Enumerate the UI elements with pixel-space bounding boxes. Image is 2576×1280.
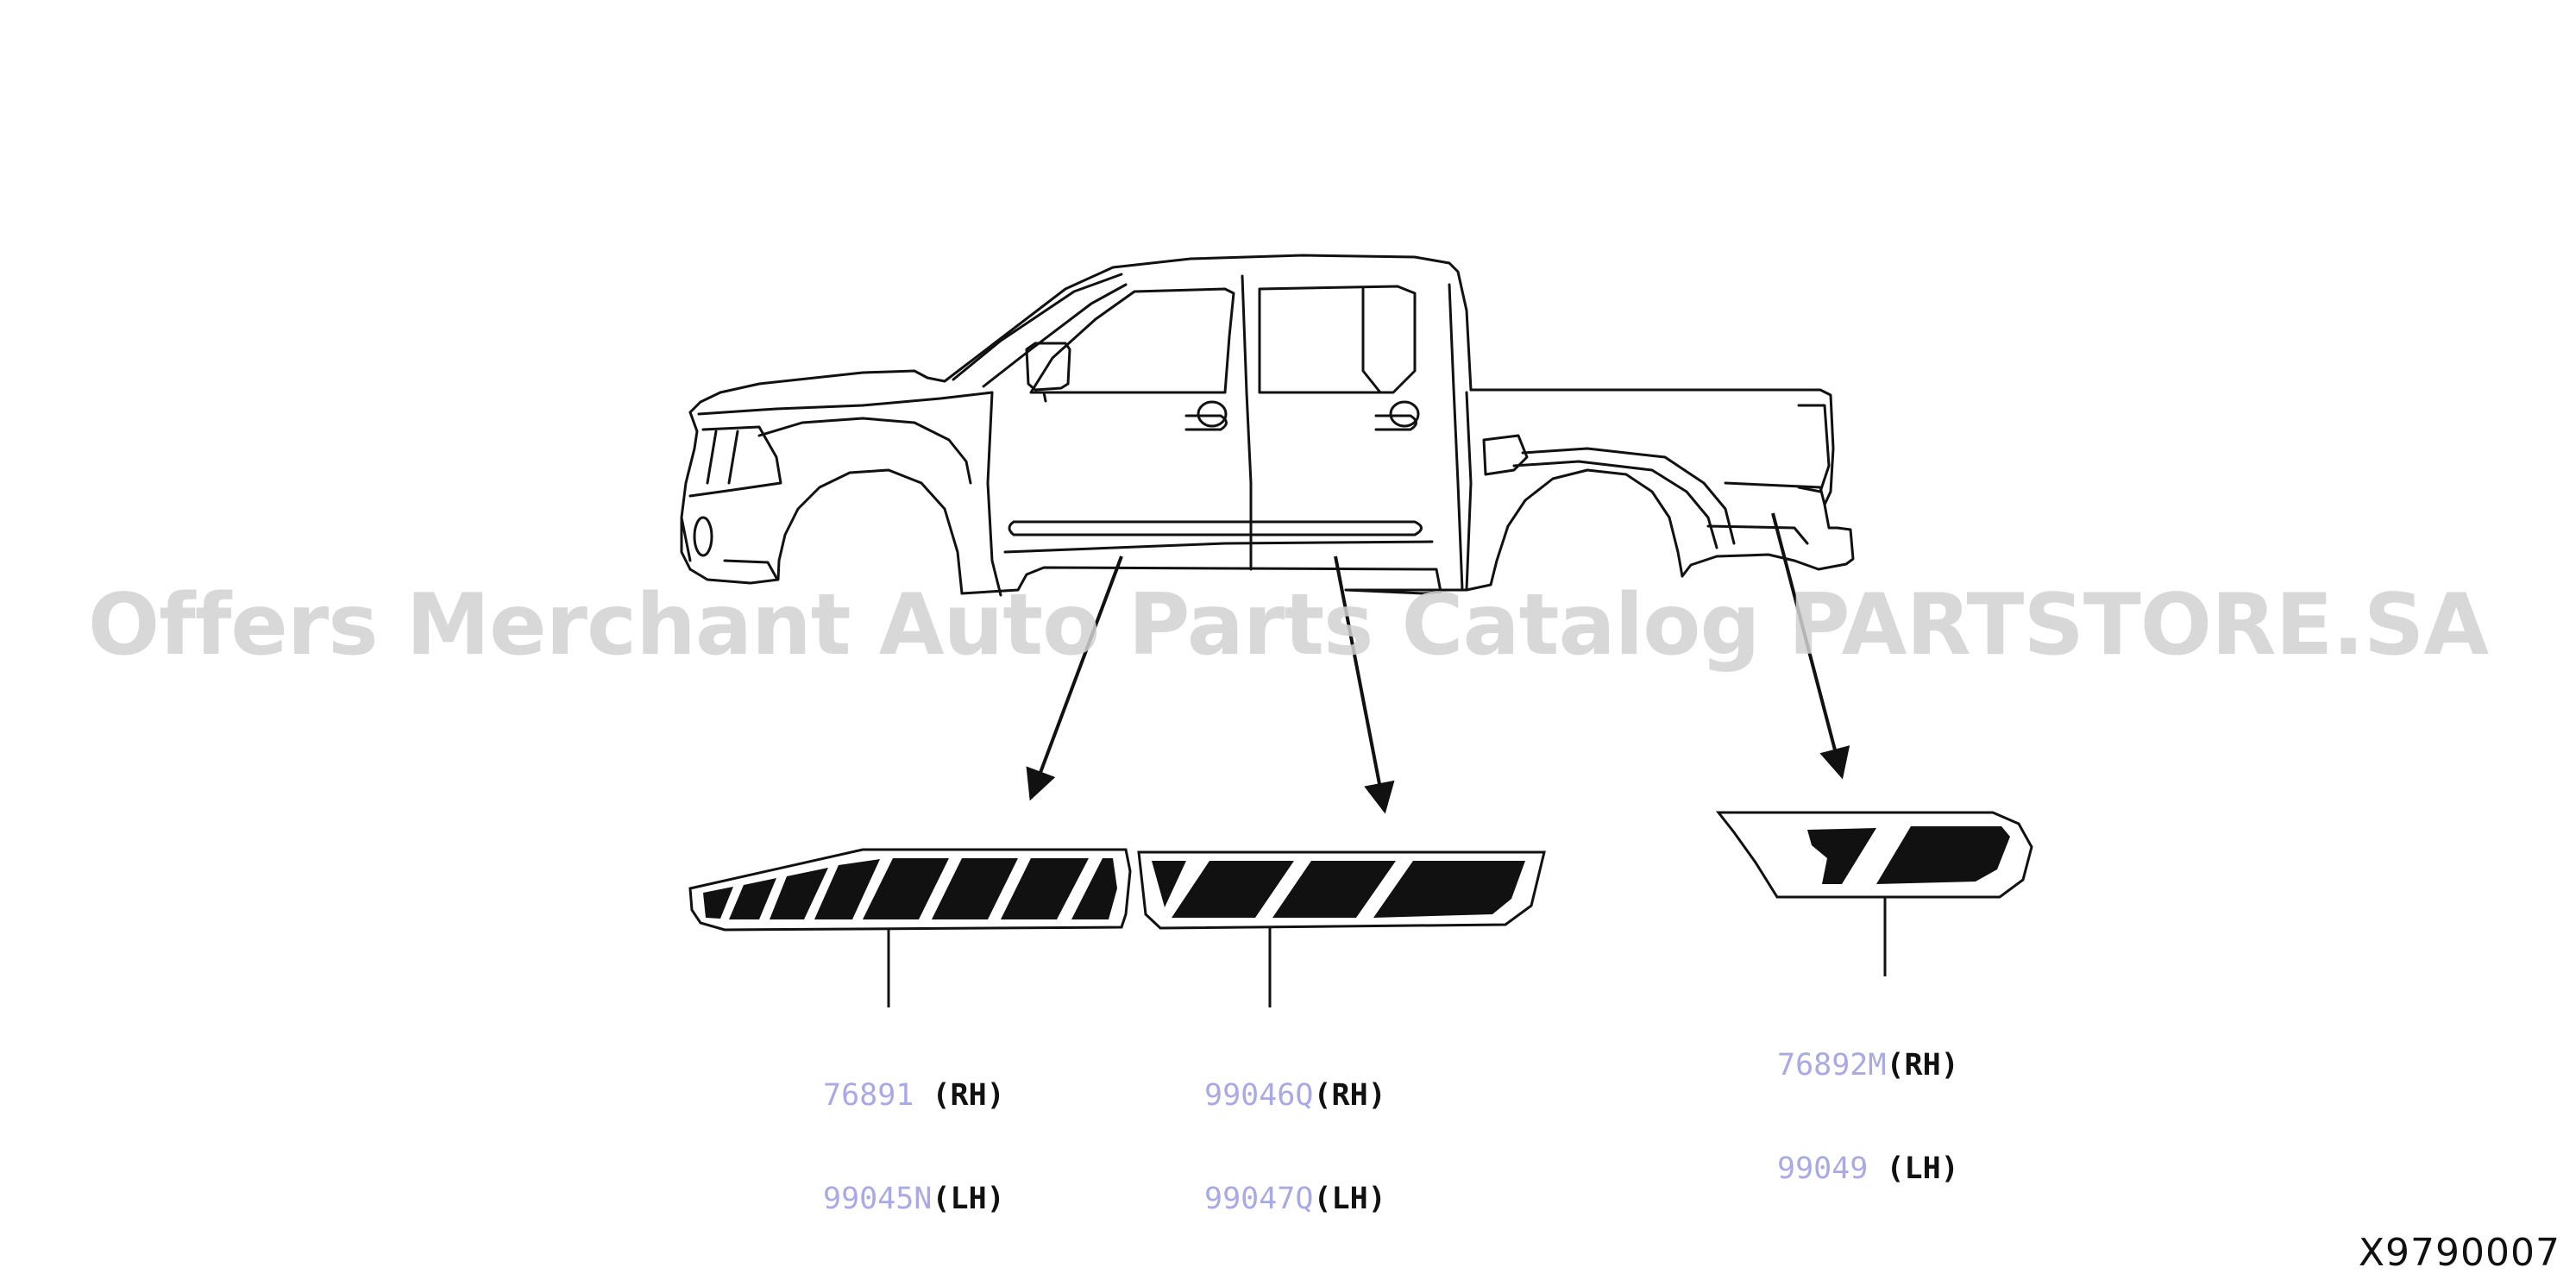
stripe-decal-bed bbox=[1715, 811, 2033, 899]
callout-rear-door-stripe: 99046Q(RH) 99047Q(LH) bbox=[1204, 1009, 1386, 1251]
callout-bed-stripe: 76892M(RH) 99049 (LH) bbox=[1777, 979, 1959, 1220]
side-label-lh: (LH) bbox=[932, 1182, 1005, 1216]
side-label-rh: (RH) bbox=[932, 1078, 1005, 1113]
side-label-rh: (RH) bbox=[1313, 1078, 1386, 1113]
watermark-text: Offers Merchant Auto Parts Catalog PARTS… bbox=[87, 576, 2489, 675]
callout-lines bbox=[887, 897, 1887, 1007]
callout-front-stripe: 76891 (RH) 99045N(LH) bbox=[823, 1009, 1005, 1251]
side-label-lh: (LH) bbox=[1313, 1182, 1386, 1216]
part-number-rh[interactable]: 99046Q bbox=[1204, 1078, 1314, 1113]
part-number-lh[interactable]: 99047Q bbox=[1204, 1182, 1314, 1216]
diagram-code: X9790007 bbox=[2358, 1231, 2560, 1275]
stripe-decal-front bbox=[688, 848, 1132, 932]
side-label-rh: (RH) bbox=[1886, 1048, 1959, 1082]
leader-arrows bbox=[1026, 512, 1850, 814]
part-number-rh[interactable]: 76892M bbox=[1777, 1048, 1887, 1082]
side-label-lh: (LH) bbox=[1886, 1151, 1959, 1186]
part-number-lh[interactable]: 99049 bbox=[1777, 1151, 1887, 1186]
part-number-lh[interactable]: 99045N bbox=[823, 1182, 933, 1216]
stripe-decal-rear-door bbox=[1137, 850, 1546, 930]
truck-outline bbox=[680, 254, 1855, 597]
part-number-rh[interactable]: 76891 bbox=[823, 1078, 933, 1113]
